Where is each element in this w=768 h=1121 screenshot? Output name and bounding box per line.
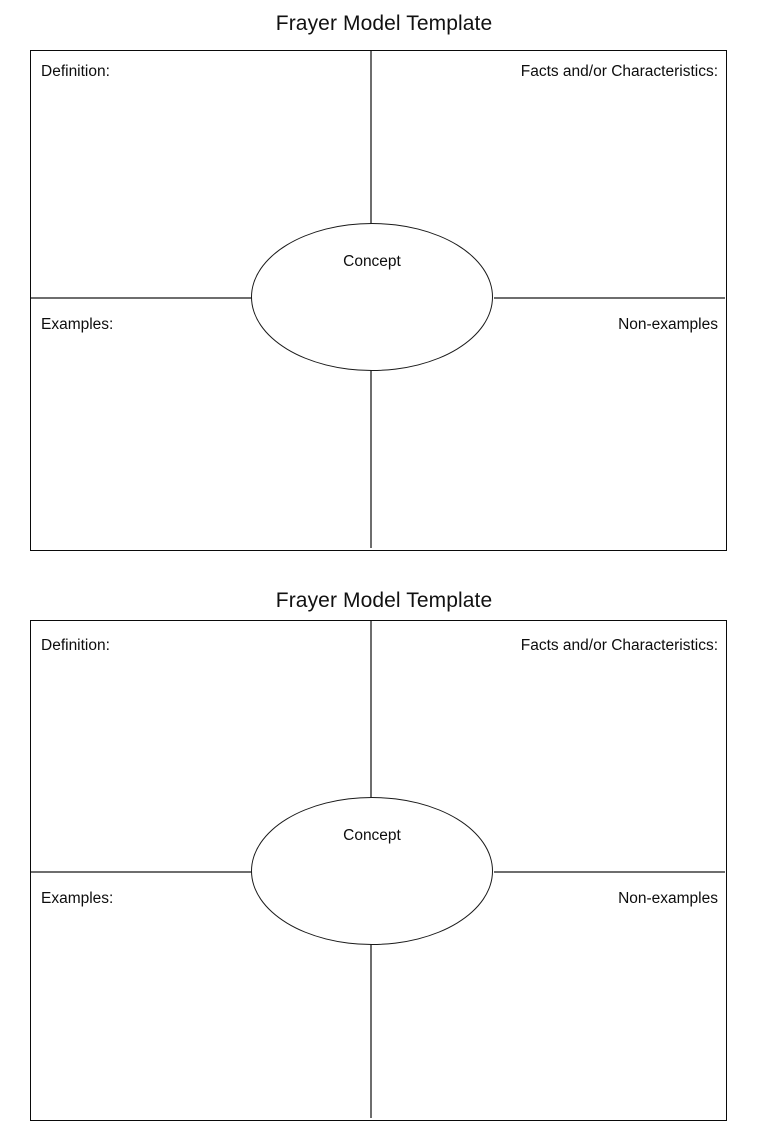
quadrant-label-examples: Examples: — [41, 316, 114, 333]
template-title: Frayer Model Template — [275, 12, 493, 35]
concept-ellipse: Concept — [251, 223, 493, 371]
quadrant-label-non-examples: Non-examples — [618, 316, 718, 333]
concept-label: Concept — [343, 827, 401, 844]
quadrant-label-non-examples: Non-examples — [618, 890, 718, 907]
horizontal-divider-left — [31, 871, 253, 873]
template-title: Frayer Model Template — [275, 589, 493, 612]
concept-label: Concept — [343, 253, 401, 270]
frayer-diagram-box: Definition: Facts and/or Characteristics… — [30, 620, 727, 1121]
horizontal-divider-right — [494, 297, 725, 299]
horizontal-divider-right — [494, 871, 725, 873]
horizontal-divider-left — [31, 297, 253, 299]
quadrant-label-examples: Examples: — [41, 890, 114, 907]
frayer-diagram-box: Definition: Facts and/or Characteristics… — [30, 50, 727, 551]
concept-ellipse: Concept — [251, 797, 493, 945]
quadrant-label-facts-characteristics: Facts and/or Characteristics: — [520, 637, 718, 654]
quadrant-label-facts-characteristics: Facts and/or Characteristics: — [520, 63, 718, 80]
quadrant-label-definition: Definition: — [41, 637, 110, 654]
quadrant-label-definition: Definition: — [41, 63, 110, 80]
